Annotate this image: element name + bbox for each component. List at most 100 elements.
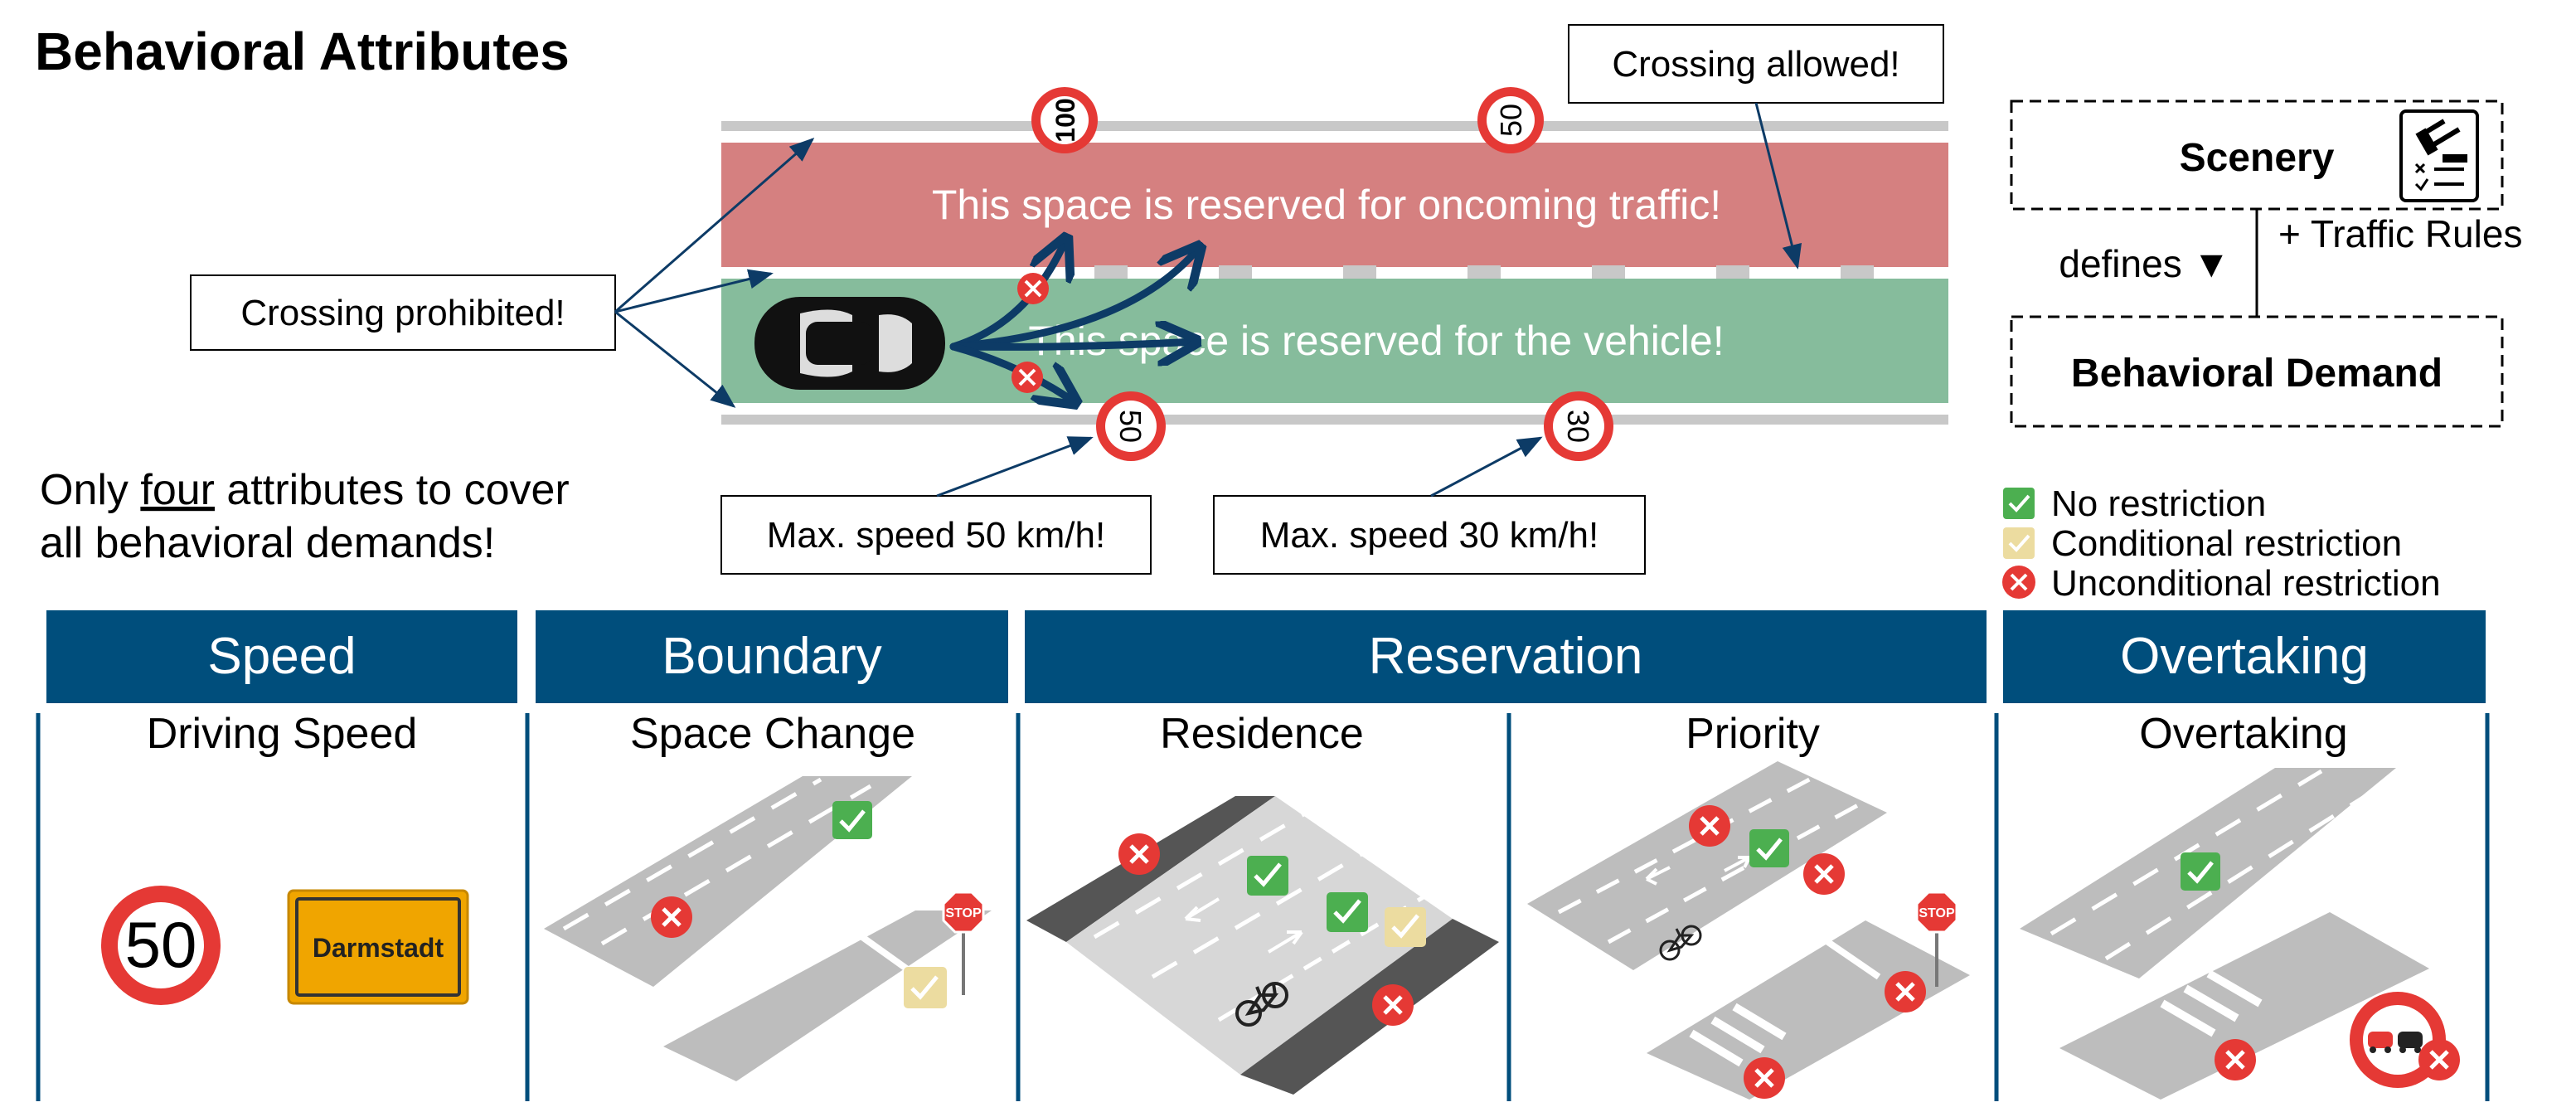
callout-text: Crossing allowed! [1612, 44, 1899, 85]
stop-sign-icon: STOP [942, 891, 985, 995]
cross-icon [1803, 853, 1845, 895]
check-icon [1327, 892, 1368, 932]
header-label: Speed [207, 628, 356, 685]
legend-check-icon [2003, 488, 2035, 519]
cross-icon [651, 896, 692, 938]
car-icon [754, 297, 945, 390]
sub-headers: Driving Speed Space Change Residence Pri… [147, 710, 2348, 758]
category-headers: Speed Boundary Reservation Overtaking [46, 610, 2486, 703]
panel-residence [1026, 794, 1499, 1095]
header-speed [46, 610, 517, 703]
traffic-rules-document-icon [2399, 109, 2479, 202]
legend-item-unconditional: Unconditional restriction [2002, 563, 2441, 604]
town-sign: Darmstadt [287, 889, 469, 1005]
subheader-driving-speed: Driving Speed [147, 710, 418, 758]
column-dividers [36, 713, 2490, 1101]
speed-sign-100: 100 [1031, 87, 1098, 153]
panel-priority: STOP [1527, 761, 1970, 1100]
prohibited-cross-icon [1017, 273, 1049, 304]
summary-text: Only four attributes to cover all behavi… [40, 466, 570, 567]
speed-sign-value: 30 [1561, 410, 1595, 443]
cross-icon [1744, 1057, 1785, 1099]
arrows-crossing-prohibited [614, 138, 815, 408]
stop-sign-icon: STOP [1915, 891, 1958, 987]
panel-space-change: STOP [544, 776, 992, 1081]
check-icon [1749, 829, 1789, 867]
header-label: Boundary [662, 628, 881, 685]
road-edge-top [721, 121, 1948, 131]
header-boundary [536, 610, 1008, 703]
cross-icon [1885, 971, 1926, 1012]
arrow-max-speed-30 [1430, 436, 1543, 498]
check-icon [1247, 856, 1288, 896]
speed-limit-value: 50 [125, 908, 197, 981]
lane-separator [721, 267, 1948, 279]
speed-sign-value: 50 [1113, 410, 1147, 443]
movement-arrows [949, 240, 1198, 401]
legend-item-no-restriction: No restriction [2003, 483, 2266, 524]
subheader-priority: Priority [1686, 710, 1820, 758]
check-icon [2181, 852, 2220, 891]
stop-sign-text: STOP [1919, 906, 1955, 920]
road-edge-bottom [721, 415, 1948, 425]
cross-icon [1118, 833, 1160, 875]
speed-sign-value: 100 [1050, 98, 1080, 142]
hierarchy-diagram: Scenery defines ▼ + Traffic Rules Behavi… [2010, 100, 2522, 428]
panel-overtaking [2020, 768, 2460, 1100]
legend-label: Conditional restriction [2051, 523, 2402, 564]
scenery-label: Scenery [2180, 136, 2335, 180]
cross-icon [1372, 984, 1414, 1026]
header-overtaking [2003, 610, 2486, 703]
stop-sign-text: STOP [945, 906, 982, 920]
behavioral-demand-box [2010, 315, 2504, 428]
subheader-space-change: Space Change [630, 710, 915, 758]
header-label: Overtaking [2120, 628, 2369, 685]
cross-icon [2418, 1039, 2460, 1080]
page-title: Behavioral Attributes [35, 22, 570, 81]
header-label: Reservation [1369, 628, 1643, 685]
svg-text:Only four attributes to cover: Only four attributes to cover [40, 466, 570, 514]
speed-limit-sign: 50 [101, 886, 221, 1005]
conditional-check-icon [1385, 907, 1426, 947]
legend: No restriction Conditional restriction U… [2002, 483, 2441, 604]
legend-label: Unconditional restriction [2051, 563, 2441, 604]
header-reservation [1025, 610, 1987, 703]
callout-text: Max. speed 30 km/h! [1260, 515, 1598, 556]
callout-text: Crossing prohibited! [240, 293, 565, 333]
oncoming-lane [721, 143, 1948, 267]
arrow-crossing-allowed [1754, 102, 1802, 270]
cross-icon [1689, 805, 1730, 847]
behavioral-demand-label: Behavioral Demand [2071, 352, 2443, 396]
traffic-rules-label: + Traffic Rules [2278, 212, 2522, 255]
oncoming-lane-text: This space is reserved for oncoming traf… [932, 182, 1721, 228]
panel-driving-speed: 50 Darmstadt [101, 886, 469, 1005]
arrow-max-speed-50 [936, 436, 1094, 498]
summary-line2: all behavioral demands! [40, 519, 495, 567]
defines-label: defines ▼ [2059, 242, 2230, 285]
summary-emphasis: four [140, 466, 215, 514]
callout-text: Max. speed 50 km/h! [767, 515, 1105, 556]
callout-max-speed-30: Max. speed 30 km/h! [1213, 495, 1646, 575]
bicycle-icon [1235, 982, 1288, 1027]
cross-icon [2215, 1039, 2256, 1080]
speed-sign-value: 50 [1494, 104, 1528, 137]
check-icon [832, 801, 872, 839]
legend-label: No restriction [2051, 483, 2266, 524]
speed-sign-50-bottom: 50 [1096, 391, 1166, 461]
bicycle-icon [1659, 925, 1702, 961]
speed-sign-50-top: 50 [1477, 87, 1544, 153]
callout-crossing-allowed: Crossing allowed! [1568, 24, 1944, 104]
summary-suffix: attributes to cover [215, 466, 570, 514]
legend-check-icon [2003, 527, 2035, 559]
lane-dashes [1094, 265, 1874, 279]
town-sign-text: Darmstadt [313, 933, 444, 963]
legend-item-conditional: Conditional restriction [2003, 523, 2402, 564]
road-scene: This space is reserved for oncoming traf… [721, 87, 1948, 461]
summary-prefix: Only [40, 466, 140, 514]
subheader-overtaking: Overtaking [2139, 710, 2347, 758]
conditional-check-icon [904, 967, 947, 1008]
speed-sign-30: 30 [1544, 391, 1613, 461]
callout-crossing-prohibited: Crossing prohibited! [190, 274, 616, 351]
subheader-residence: Residence [1160, 710, 1364, 758]
callout-max-speed-50: Max. speed 50 km/h! [720, 495, 1152, 575]
